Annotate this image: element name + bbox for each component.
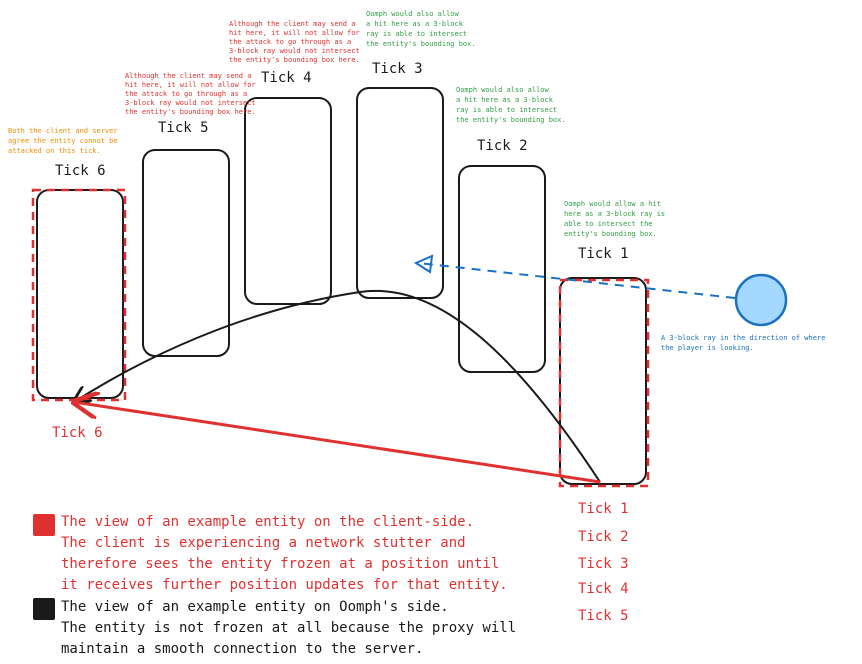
svg-text:Both the client and server: Both the client and server <box>8 127 118 135</box>
svg-text:hit here, it will not allow fo: hit here, it will not allow for <box>229 29 360 37</box>
tick3-note: Oomph would also allow a hit here as a 3… <box>366 10 476 48</box>
client-tick-list-2: Tick 2 <box>578 529 629 545</box>
oomph-legend-line: The view of an example entity on Oomph's… <box>61 599 449 615</box>
svg-text:Oomph would also allow: Oomph would also allow <box>366 10 460 18</box>
entity-box-tick6 <box>36 189 124 399</box>
svg-text:Oomph would allow a hit: Oomph would allow a hit <box>564 200 661 208</box>
client-legend-line: it receives further position updates for… <box>61 577 508 593</box>
svg-text:3-block ray would not intersec: 3-block ray would not intersect <box>125 99 256 107</box>
client-legend-line: therefore sees the entity frozen at a po… <box>61 556 500 572</box>
svg-text:ray is able to intersect: ray is able to intersect <box>456 106 557 114</box>
tick-label-5: Tick 5 <box>158 120 209 136</box>
oomph-legend-swatch <box>33 598 55 620</box>
client-legend-line: The client is experiencing a network stu… <box>61 535 466 551</box>
svg-text:3-block ray would not intersec: 3-block ray would not intersect <box>229 47 360 55</box>
svg-text:a hit here as a 3-block: a hit here as a 3-block <box>456 96 554 104</box>
svg-text:a hit here as a 3-block: a hit here as a 3-block <box>366 20 464 28</box>
tick5-note: Although the client may send a hit here,… <box>125 72 256 116</box>
svg-text:Although the client may send a: Although the client may send a <box>125 72 251 80</box>
svg-text:the entity's bounding box.: the entity's bounding box. <box>456 116 566 124</box>
entity-box-tick3 <box>356 87 444 299</box>
svg-text:here as a 3-block ray is: here as a 3-block ray is <box>564 210 665 218</box>
client-legend-swatch <box>33 514 55 536</box>
svg-text:the player is looking.: the player is looking. <box>661 344 754 352</box>
tick1-note: Oomph would allow a hit here as a 3-bloc… <box>564 200 665 238</box>
entity-box-tick4 <box>244 97 332 305</box>
tick6-note: Both the client and server agree the ent… <box>8 127 118 155</box>
svg-text:hit here, it will not allow fo: hit here, it will not allow for <box>125 81 256 89</box>
svg-text:able to intersect the: able to intersect the <box>564 220 653 228</box>
client-legend-text: The view of an example entity on the cli… <box>61 512 508 596</box>
svg-text:Although the client may send a: Although the client may send a <box>229 20 355 28</box>
svg-text:entity's bounding box.: entity's bounding box. <box>564 230 657 238</box>
entity-box-tick1 <box>559 277 647 485</box>
svg-text:the attack to go through as a: the attack to go through as a <box>125 90 247 98</box>
svg-text:the entity's bounding box here: the entity's bounding box here. <box>229 56 360 64</box>
svg-text:agree the entity cannot be: agree the entity cannot be <box>8 137 118 145</box>
tick-label-6: Tick 6 <box>55 163 106 179</box>
svg-text:Oomph would also allow: Oomph would also allow <box>456 86 550 94</box>
player-ray-arrow <box>417 262 736 299</box>
player-circle-icon <box>734 273 788 327</box>
svg-text:ray is able to intersect: ray is able to intersect <box>366 30 467 38</box>
ray-note: A 3-block ray in the direction of where … <box>661 334 825 352</box>
client-box-tick1 <box>558 278 650 488</box>
tick-label-4: Tick 4 <box>261 70 312 86</box>
ray-arrowhead-icon <box>413 254 434 274</box>
oomph-legend-line: maintain a smooth connection to the serv… <box>61 641 424 657</box>
entity-box-tick5 <box>142 149 230 357</box>
svg-text:A 3-block ray in the direction: A 3-block ray in the direction of where <box>661 334 825 342</box>
tick-label-1: Tick 1 <box>578 246 629 262</box>
client-tick-list-3: Tick 3 <box>578 556 629 572</box>
client-tick-list-1: Tick 1 <box>578 501 629 517</box>
svg-text:the entity's bounding box here: the entity's bounding box here. <box>125 108 256 116</box>
svg-text:the entity's bounding box.: the entity's bounding box. <box>366 40 476 48</box>
client-tick-list-4: Tick 4 <box>578 581 629 597</box>
client-box-tick6 <box>31 188 127 402</box>
svg-text:attacked on this tick.: attacked on this tick. <box>8 147 101 155</box>
tick-label-2: Tick 2 <box>477 138 528 154</box>
oomph-legend-text: The view of an example entity on Oomph's… <box>61 597 516 660</box>
entity-box-tick2 <box>458 165 546 373</box>
client-tick-list-5: Tick 5 <box>578 608 629 624</box>
svg-text:the attack to go through as a: the attack to go through as a <box>229 38 351 46</box>
client-movement-arrow <box>74 402 601 484</box>
oomph-movement-path <box>74 289 601 483</box>
client-legend-line: The view of an example entity on the cli… <box>61 514 475 530</box>
tick4-note: Although the client may send a hit here,… <box>229 20 360 64</box>
tick2-note: Oomph would also allow a hit here as a 3… <box>456 86 566 124</box>
client-tick-label-6: Tick 6 <box>52 425 103 441</box>
tick-label-3: Tick 3 <box>372 61 423 77</box>
oomph-legend-line: The entity is not frozen at all because … <box>61 620 517 636</box>
